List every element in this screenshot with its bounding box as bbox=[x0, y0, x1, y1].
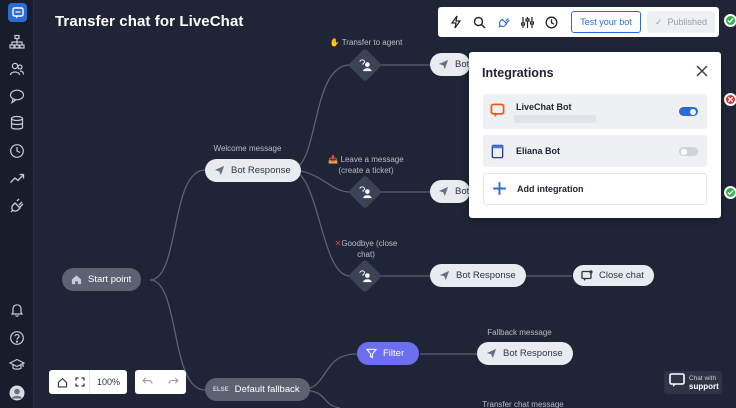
chat-bubble-icon bbox=[669, 372, 685, 393]
integration-item-livechat[interactable]: LiveChat Bot bbox=[483, 94, 707, 129]
check-icon: ✓ bbox=[654, 16, 663, 27]
add-integration-label: Add integration bbox=[517, 184, 584, 194]
livechat-toggle[interactable] bbox=[679, 107, 698, 116]
send-icon bbox=[438, 59, 449, 71]
leave-message-label: 📥 Leave a message(create a ticket) bbox=[328, 155, 404, 175]
send-icon bbox=[485, 348, 497, 360]
plus-icon bbox=[491, 180, 508, 202]
bot-response-node-welcome[interactable]: Bot Response bbox=[205, 159, 301, 182]
fullscreen-icon[interactable] bbox=[71, 377, 89, 387]
default-fallback-node[interactable]: ELSE Default fallback bbox=[205, 378, 310, 401]
send-icon bbox=[438, 186, 449, 198]
filter-icon bbox=[365, 348, 377, 360]
start-point-node[interactable]: Start point bbox=[62, 268, 142, 291]
chat-logo-icon[interactable] bbox=[8, 3, 27, 22]
users-icon[interactable] bbox=[8, 60, 26, 78]
support-label: support bbox=[689, 381, 719, 391]
help-icon[interactable] bbox=[8, 329, 26, 347]
redo-icon[interactable] bbox=[168, 373, 179, 391]
database-icon[interactable] bbox=[8, 114, 26, 132]
home-view-icon[interactable] bbox=[53, 377, 71, 388]
status-ok-icon bbox=[724, 186, 736, 199]
bot-response-node-fallback[interactable]: Bot Response bbox=[477, 342, 573, 365]
agent-transfer-icon bbox=[353, 180, 377, 204]
fallback-message-label: Fallback message bbox=[487, 328, 552, 337]
add-integration-button[interactable]: Add integration bbox=[483, 173, 707, 205]
node-label: Bot Response bbox=[503, 348, 563, 359]
chat-with-label: Chat with bbox=[689, 374, 717, 382]
status-error-icon bbox=[724, 93, 736, 106]
node-label: Bot bbox=[455, 59, 470, 70]
sliders-icon[interactable] bbox=[520, 15, 535, 30]
history-icon[interactable] bbox=[544, 15, 559, 30]
bell-icon[interactable] bbox=[8, 301, 26, 319]
bot-response-node-transfer[interactable]: Bot bbox=[430, 53, 470, 76]
home-icon bbox=[70, 274, 82, 286]
agent-transfer-icon bbox=[353, 264, 377, 288]
status-ok-icon bbox=[724, 14, 736, 27]
undo-icon[interactable] bbox=[142, 373, 153, 391]
clock-icon[interactable] bbox=[8, 142, 26, 160]
plug-icon[interactable] bbox=[496, 15, 511, 30]
close-icon[interactable] bbox=[695, 64, 709, 78]
livechat-logo-icon bbox=[490, 103, 505, 123]
chat-close-icon bbox=[581, 269, 593, 282]
node-label: Start point bbox=[88, 274, 132, 285]
integration-name: Eliana Bot bbox=[516, 146, 561, 156]
history-controls bbox=[135, 370, 186, 394]
node-label: Bot Response bbox=[456, 270, 516, 281]
close-chat-node[interactable]: Close chat bbox=[572, 264, 655, 287]
lightning-icon[interactable] bbox=[448, 15, 463, 30]
send-icon bbox=[438, 270, 450, 282]
welcome-message-label: Welcome message bbox=[213, 144, 282, 153]
test-your-bot-button[interactable]: Test your bot bbox=[571, 11, 641, 33]
zoom-controls: 100% bbox=[49, 370, 127, 394]
integration-name: LiveChat Bot bbox=[516, 102, 572, 112]
zoom-level[interactable]: 100% bbox=[96, 377, 121, 387]
bot-response-node-goodbye[interactable]: Bot Response bbox=[430, 264, 526, 287]
plug-icon[interactable] bbox=[8, 197, 26, 215]
published-button[interactable]: ✓ Published bbox=[647, 11, 715, 33]
node-label: Filter bbox=[383, 348, 405, 359]
node-label: Close chat bbox=[599, 270, 644, 281]
else-tag: ELSE bbox=[213, 386, 229, 393]
eliana-toggle[interactable] bbox=[679, 147, 698, 156]
avatar[interactable] bbox=[8, 384, 26, 402]
node-label: Bot Response bbox=[231, 165, 291, 176]
integration-item-eliana[interactable]: Eliana Bot bbox=[483, 135, 707, 167]
integrations-title: Integrations bbox=[482, 66, 554, 80]
integrations-panel: Integrations LiveChat Bot Eliana Bot Add… bbox=[469, 52, 721, 218]
trending-icon[interactable] bbox=[8, 169, 26, 187]
sidebar bbox=[0, 0, 34, 408]
sitemap-icon[interactable] bbox=[8, 33, 26, 51]
node-label: Bot bbox=[455, 186, 470, 197]
search-icon[interactable] bbox=[472, 15, 487, 30]
speech-bubble-icon[interactable] bbox=[8, 87, 26, 105]
transfer-chat-message-label: Transfer chat message bbox=[482, 400, 564, 408]
filter-node[interactable]: Filter bbox=[357, 342, 419, 365]
eliana-logo-icon bbox=[490, 144, 505, 164]
published-label: Published bbox=[667, 17, 708, 27]
chat-with-support-button[interactable]: Chat with support bbox=[664, 371, 722, 394]
node-label: Default fallback bbox=[234, 384, 300, 395]
page-title: Transfer chat for LiveChat bbox=[55, 13, 244, 30]
send-icon bbox=[213, 165, 225, 177]
transfer-to-agent-label: ✋ Transfer to agent bbox=[329, 38, 403, 47]
graduation-cap-icon[interactable] bbox=[8, 356, 26, 374]
bot-response-node-leave[interactable]: Bot bbox=[430, 180, 470, 203]
integration-subtitle-placeholder bbox=[514, 115, 596, 123]
agent-transfer-icon bbox=[353, 53, 377, 77]
editor-toolbar: Test your bot ✓ Published bbox=[438, 7, 719, 37]
